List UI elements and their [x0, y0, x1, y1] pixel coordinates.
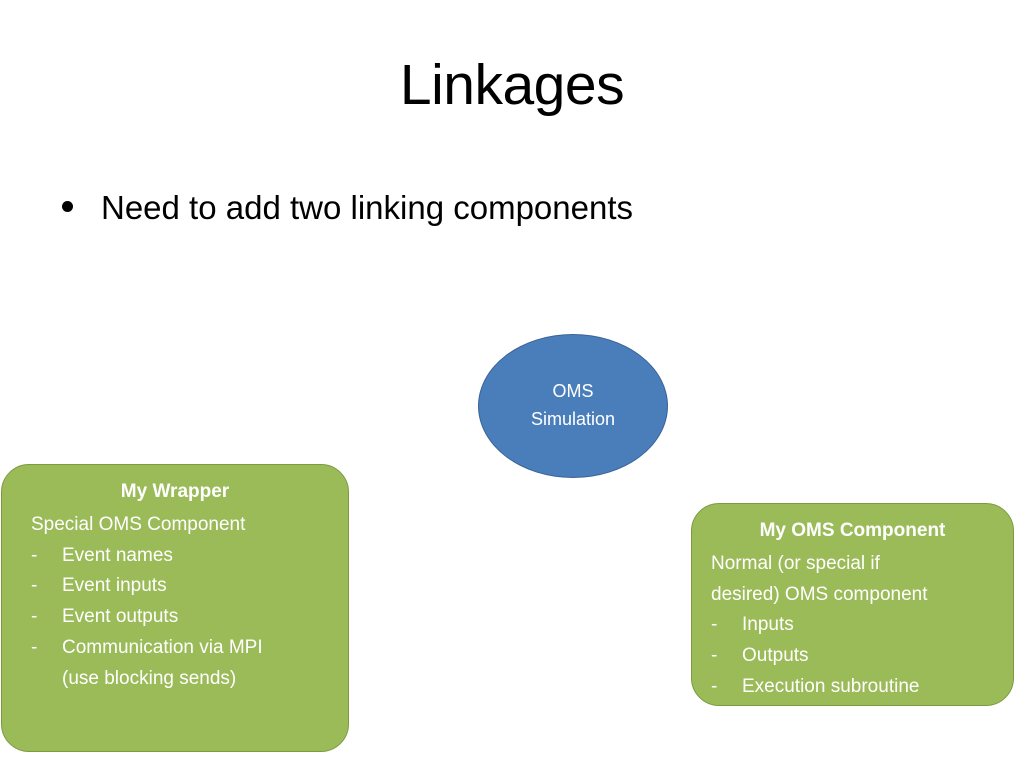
list-item: - Communication via MPI: [2, 633, 348, 664]
dash-marker-icon: -: [31, 575, 38, 597]
list-item-label: Execution subroutine: [742, 675, 920, 697]
list-item-label: Communication via MPI: [62, 636, 263, 658]
bullet-list-item: Need to add two linking components: [62, 188, 633, 228]
my-oms-component-title: My OMS Component: [759, 520, 946, 541]
my-wrapper-item-list: - Event names - Event inputs - Event out…: [2, 541, 348, 664]
dash-marker-icon: -: [711, 675, 718, 697]
dash-marker-icon: -: [31, 606, 38, 628]
dash-marker-icon: -: [31, 636, 38, 658]
diagram-node-oms-simulation: OMS Simulation: [478, 334, 668, 478]
list-item-label: Event outputs: [62, 606, 179, 628]
list-item-label: Inputs: [742, 614, 794, 636]
dash-marker-icon: -: [711, 645, 718, 667]
list-item-continuation: (use blocking sends): [62, 667, 237, 689]
list-item-label: Event inputs: [62, 575, 167, 597]
list-item: - Inputs: [692, 610, 1013, 641]
my-wrapper-subtitle: Special OMS Component: [31, 513, 246, 535]
list-item: - Outputs: [692, 641, 1013, 672]
my-oms-component-item-list: - Inputs - Outputs - Execution subroutin…: [692, 610, 1013, 702]
list-item-label: Event names: [62, 544, 173, 566]
my-oms-component-subtitle-line1: Normal (or special if: [711, 552, 880, 574]
list-item: - Execution subroutine: [692, 672, 1013, 703]
dash-marker-icon: -: [711, 614, 718, 636]
list-item: - Event names: [2, 541, 348, 572]
list-item: - Event outputs: [2, 602, 348, 633]
list-item: - Event inputs: [2, 571, 348, 602]
my-wrapper-title: My Wrapper: [120, 481, 230, 502]
bullet-dot-icon: [62, 201, 73, 212]
diagram-node-my-oms-component: My OMS Component Normal (or special if d…: [691, 503, 1014, 706]
page-title: Linkages: [399, 53, 625, 117]
my-oms-component-subtitle-line2: desired) OMS component: [711, 583, 928, 605]
dash-marker-icon: -: [31, 544, 38, 566]
oms-ellipse-line2: Simulation: [530, 409, 616, 429]
bullet-item-label: Need to add two linking components: [101, 189, 633, 226]
diagram-node-my-wrapper: My Wrapper Special OMS Component - Event…: [1, 464, 349, 752]
list-item-label: Outputs: [742, 645, 809, 667]
oms-ellipse-line1: OMS: [552, 381, 594, 402]
